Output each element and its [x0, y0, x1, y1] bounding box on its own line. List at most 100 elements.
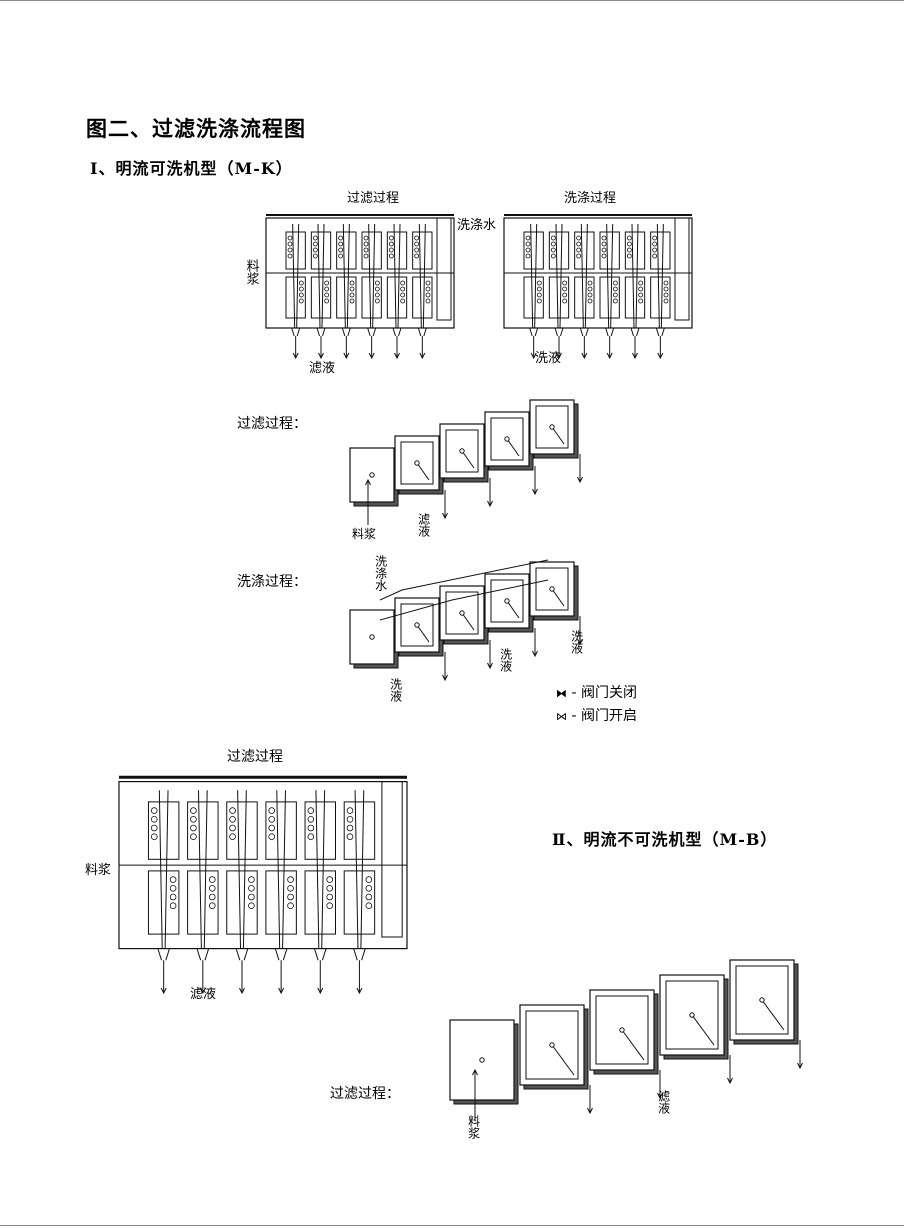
- coil-loop: [326, 893, 334, 901]
- drain-arrow-head: [797, 1062, 803, 1070]
- plate-flow-line: [551, 1044, 575, 1076]
- outlet-funnel: [353, 948, 366, 961]
- coil-loop: [365, 885, 373, 892]
- plate-divider: [580, 223, 588, 329]
- coil-loop: [536, 280, 542, 286]
- plate-recess: [445, 591, 479, 635]
- coil-loop: [525, 241, 531, 247]
- coil-loop: [312, 253, 318, 259]
- plate-flow-line: [506, 600, 520, 619]
- coil-loop: [208, 885, 216, 892]
- chamber-lower: [574, 276, 595, 319]
- press1-filtrate-label: 滤液: [309, 361, 336, 376]
- chamber-upper: [624, 231, 646, 270]
- coil-loop: [374, 292, 380, 298]
- chamber-lower: [599, 276, 620, 319]
- press3-slurry-label: 料浆: [85, 863, 112, 878]
- coil-loop: [287, 253, 293, 259]
- plate-recess: [665, 980, 719, 1050]
- coil-loop: [349, 280, 355, 286]
- coil-loop: [626, 241, 632, 247]
- coil-loop: [287, 247, 293, 253]
- coil-loop: [400, 286, 406, 292]
- wash-process-label: 洗涤过程：: [237, 574, 307, 590]
- drain-arrow-head: [532, 650, 538, 658]
- coil-loop: [612, 286, 618, 292]
- chamber-upper: [304, 801, 337, 860]
- press-end-head: [674, 217, 690, 321]
- plate-flow-line: [691, 1014, 715, 1046]
- coil-loop: [626, 253, 632, 259]
- plate-port: [459, 610, 465, 616]
- coil-loop: [287, 885, 294, 892]
- coil-loop: [298, 298, 304, 304]
- bottom-rule: [0, 1225, 904, 1226]
- coil-loop: [612, 298, 618, 304]
- coil-loop: [663, 280, 669, 286]
- coil-loop: [287, 241, 293, 247]
- drain-arrow-head: [587, 1107, 593, 1115]
- coil-loop: [150, 833, 158, 840]
- chamber-upper: [548, 231, 570, 270]
- plate-flow-line: [416, 462, 430, 481]
- coil-loop: [374, 298, 380, 304]
- press2-title: 洗涤过程: [564, 191, 617, 206]
- coil-loop: [536, 298, 542, 304]
- wash-liquid-label-2: 洗液: [498, 648, 513, 672]
- coil-loop: [652, 253, 658, 259]
- chamber-upper: [599, 231, 620, 270]
- wash-plates-sequence: [349, 559, 583, 682]
- outlet-funnel: [655, 327, 665, 337]
- drain-arrow-head: [532, 488, 538, 496]
- coil-loop: [652, 247, 658, 253]
- coil-loop: [576, 235, 582, 241]
- outlet-funnel: [579, 327, 589, 337]
- wash-channel-line: [379, 559, 549, 601]
- drain-arrow-head: [727, 1077, 733, 1085]
- chamber-upper: [147, 801, 180, 860]
- plate-port: [414, 460, 420, 466]
- coil-loop: [349, 292, 355, 298]
- coil-loop: [536, 292, 542, 298]
- coil-loop: [229, 807, 236, 814]
- plate-face: [394, 597, 440, 653]
- outlet-funnel: [630, 327, 640, 337]
- chamber-upper: [285, 231, 306, 270]
- plate-port: [759, 997, 765, 1003]
- coil-loop: [587, 292, 593, 298]
- plate-recess: [400, 603, 434, 647]
- press1-slurry-label: 料浆: [243, 259, 259, 285]
- chamber-upper: [386, 231, 408, 270]
- plate-port: [504, 436, 510, 442]
- drain-arrow-head: [577, 476, 583, 484]
- outlet-funnel: [605, 327, 615, 337]
- outlet-arrow-head: [419, 352, 426, 360]
- coil-loop: [587, 280, 593, 286]
- outlet-arrow-head: [292, 352, 299, 360]
- outlet-funnel: [554, 327, 564, 337]
- coil-loop: [190, 833, 197, 840]
- section1-heading: Ⅰ、明流可洗机型（M-K）: [90, 159, 293, 178]
- outlet-arrow-head: [394, 352, 400, 360]
- drain-arrow-head: [442, 674, 448, 682]
- coil-loop: [663, 286, 669, 292]
- coil-loop: [326, 902, 334, 910]
- plate-recess: [535, 567, 569, 611]
- outlet-funnel: [157, 948, 170, 961]
- coil-loop: [248, 902, 255, 910]
- plate-divider: [368, 223, 376, 329]
- coil-loop: [562, 280, 568, 286]
- outlet-arrow-head: [356, 987, 363, 995]
- coil-loop: [338, 247, 344, 253]
- plate-flow-line: [461, 450, 475, 469]
- legend-valve-closed-label: 阀门关闭: [580, 685, 637, 701]
- wash-liquid-label-1: 洗液: [388, 678, 403, 702]
- coil-loop: [363, 235, 369, 241]
- page-title: 图二、过滤洗涤流程图: [86, 116, 306, 141]
- coil-loop: [287, 893, 294, 901]
- coil-loop: [326, 876, 334, 883]
- drain-arrow-head: [577, 638, 583, 646]
- coil-loop: [414, 241, 420, 247]
- outlet-funnel: [316, 327, 326, 337]
- plate-divider: [606, 223, 614, 329]
